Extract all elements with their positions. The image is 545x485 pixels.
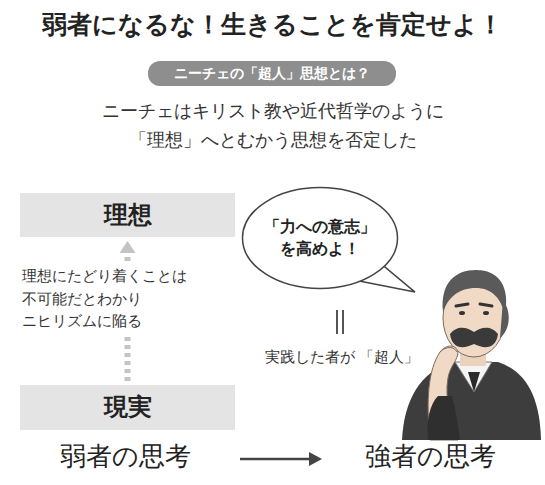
node-text: 現実	[104, 391, 152, 423]
heading-pill: ニーチェの「超人」思想とは？	[148, 61, 396, 86]
intro-text: ニーチェはキリスト教や近代哲学のように 「理想」へとむかう思想を否定した	[97, 97, 449, 155]
flow-arrowhead	[309, 452, 322, 466]
reality-band: 現実	[20, 385, 235, 430]
node-text: 理想	[104, 199, 152, 231]
bubble-outline	[241, 186, 399, 290]
node-text: 「力への意志」 を高めよ！	[258, 216, 382, 259]
strong-thinking: 強者の思考	[325, 440, 535, 474]
note-text: 理想にたどり着くことは 不可能だとわかり ニヒリズムに陥る	[18, 262, 193, 336]
nietzsche-figure	[402, 270, 541, 440]
page-title: 弱者になるな！生きることを肯定せよ！	[0, 8, 545, 41]
arrowhead	[120, 241, 136, 253]
speech-bubble: 「力への意志」 を高めよ！	[241, 186, 399, 290]
node-text: ニーチェの「超人」思想とは？	[174, 64, 370, 83]
bubble-ellipse	[243, 188, 398, 289]
weak-thinking: 弱者の思考	[20, 440, 230, 474]
ideal-band: 理想	[20, 193, 235, 237]
equals-bar	[336, 310, 338, 334]
equals-bar	[342, 310, 344, 334]
overman-note: 実践した者が 「超人」	[262, 346, 422, 369]
flow-arrow	[240, 458, 312, 461]
